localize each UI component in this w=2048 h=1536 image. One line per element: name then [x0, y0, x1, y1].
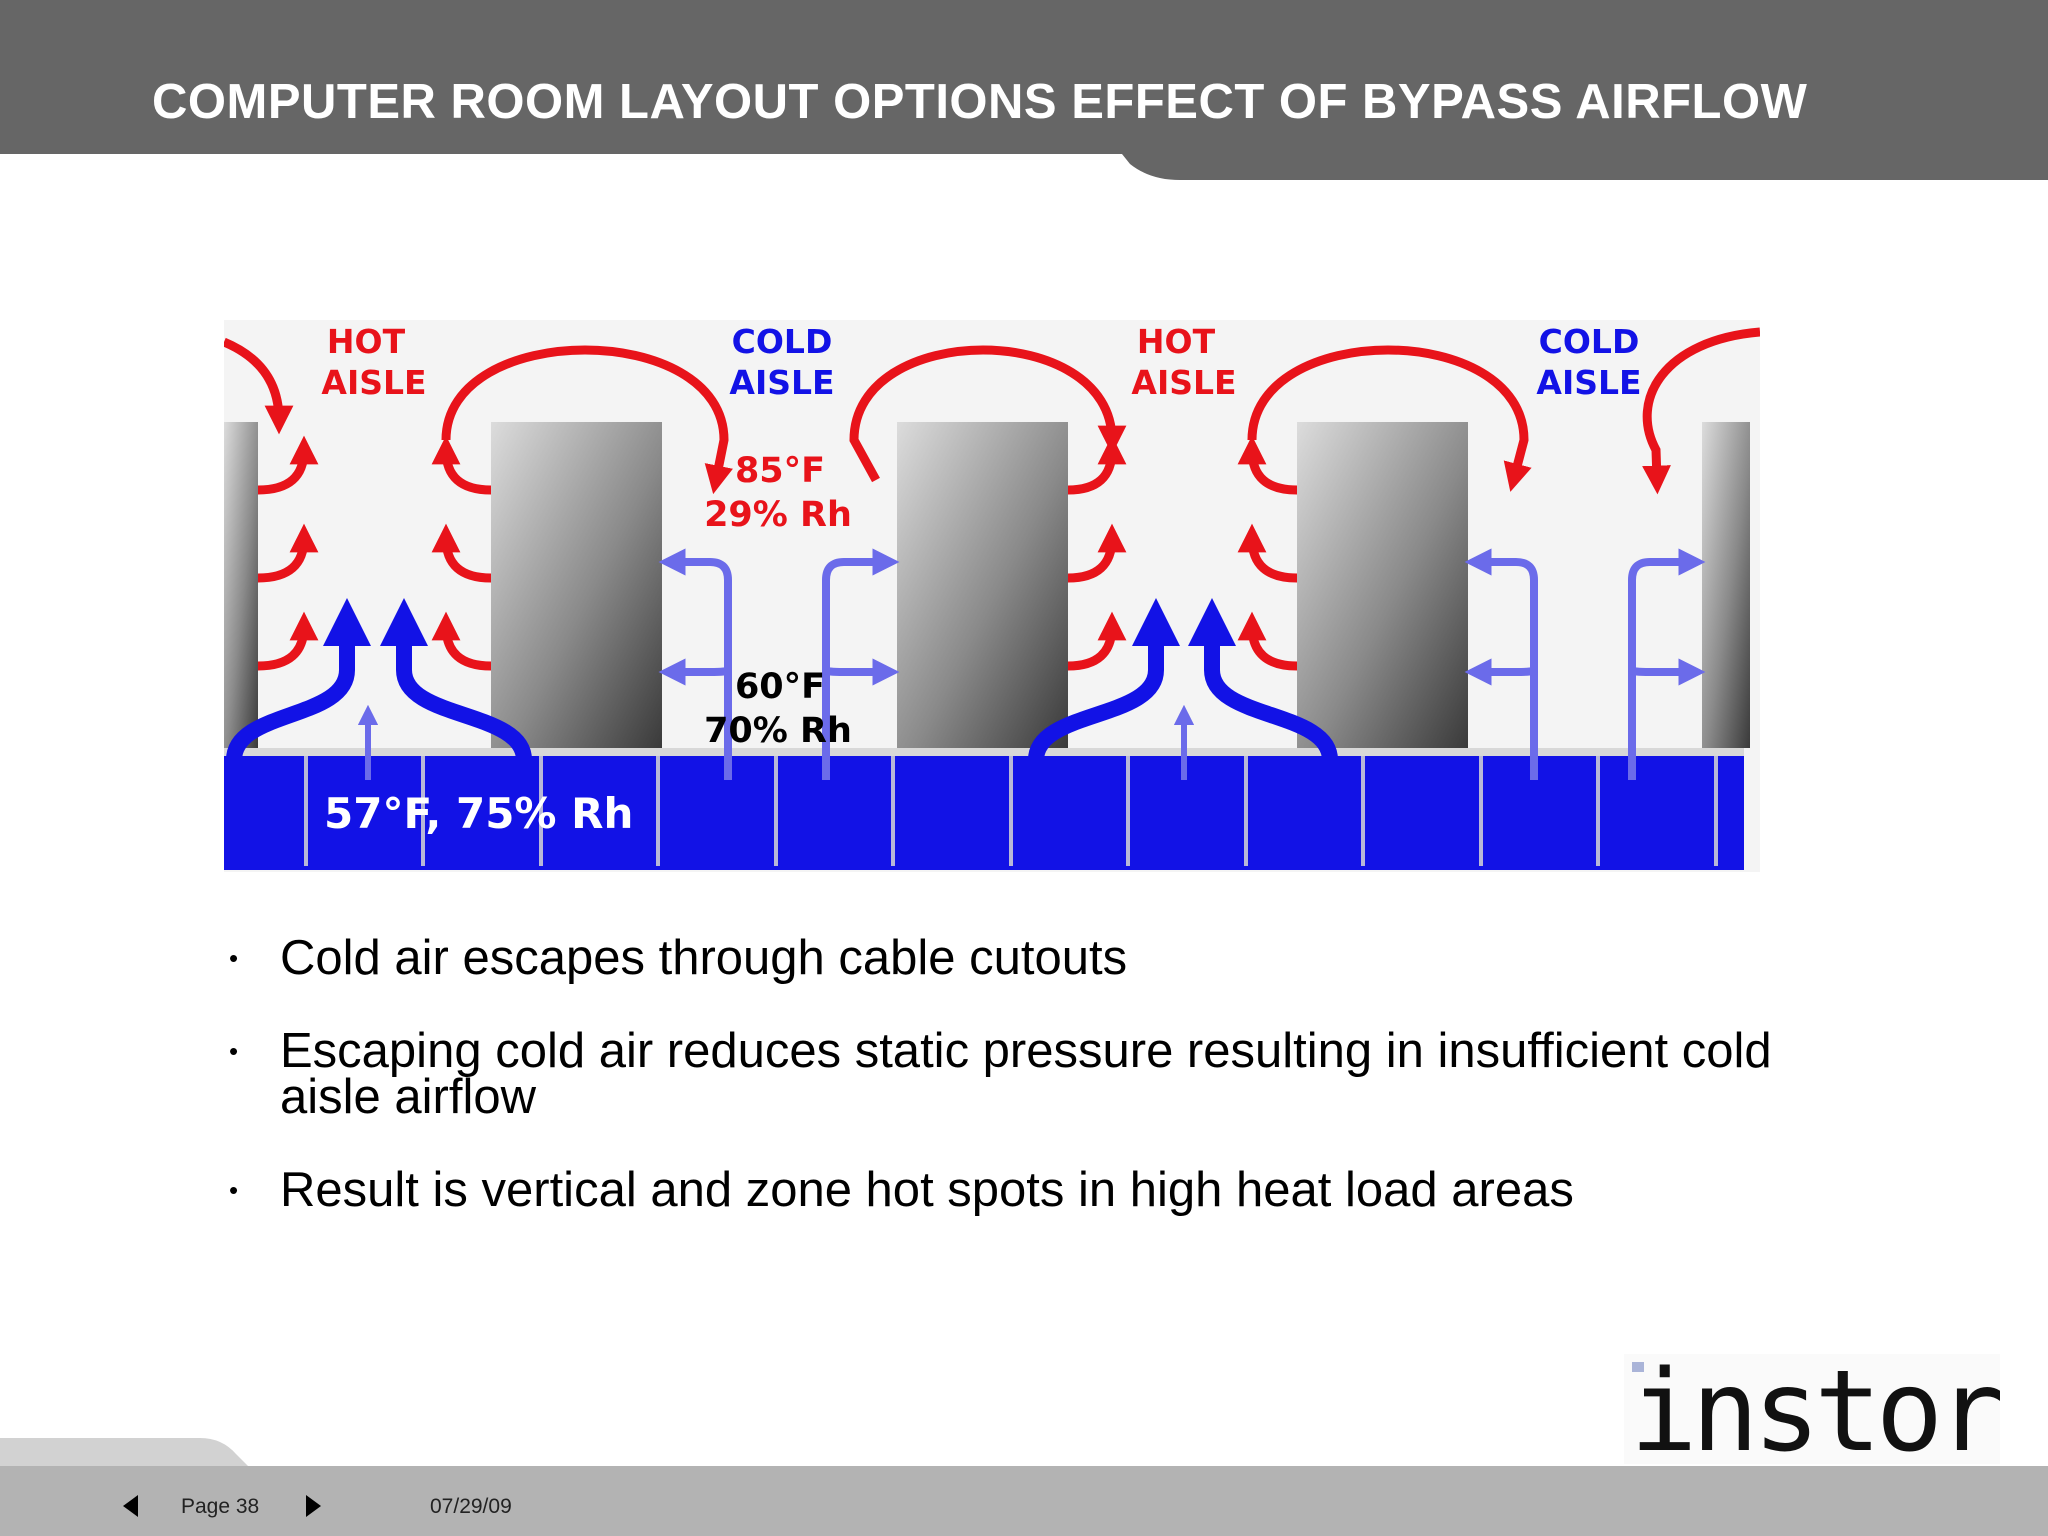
slide-date: 07/29/09	[430, 1495, 512, 1518]
cold-aisle-airflow-arrows	[658, 548, 1706, 780]
page-number: Page 38	[181, 1495, 260, 1518]
bullet-text: Escaping cold air reduces static pressur…	[280, 1024, 1772, 1124]
cold-temperature-reading: 60°F	[735, 667, 825, 707]
cabinet-edge-right	[1702, 422, 1750, 748]
floor-tiles	[224, 748, 1744, 756]
tile-bypass-arrows	[357, 704, 1195, 780]
hot-exhaust-arrows	[257, 435, 1298, 671]
aisle-label-3-line1: HOT	[1137, 322, 1216, 361]
floor-pedestals	[304, 756, 1718, 866]
bullet-list: •Cold air escapes through cable cutouts …	[226, 934, 1786, 1260]
footer-bar	[0, 1438, 2048, 1536]
aisle-label-1-line2: AISLE	[321, 363, 426, 402]
aisle-label-3-line2: AISLE	[1131, 363, 1236, 402]
cabinet-1	[491, 422, 662, 748]
bullet-icon: •	[229, 1175, 239, 1205]
logo-text: instor	[1630, 1354, 2000, 1464]
triangle-left-icon[interactable]	[120, 1494, 142, 1518]
bullet-item: • Result is vertical and zone hot spots i…	[226, 1166, 1786, 1215]
bullet-item: • Cold air escapes through cable cutouts	[226, 934, 1786, 983]
instor-logo: instor	[1624, 1354, 2000, 1464]
bullet-icon: •	[229, 943, 239, 973]
hot-temperature-reading: 85°F	[735, 451, 825, 491]
slide-title: COMPUTER ROOM LAYOUT OPTIONS EFFECT OF B…	[152, 75, 1808, 129]
cold-supply-arrows	[226, 598, 1338, 762]
aisle-label-1-line1: HOT	[327, 322, 406, 361]
bullet-text: Cold air escapes through cable cutouts	[280, 931, 1128, 985]
header-bar: COMPUTER ROOM LAYOUT OPTIONS EFFECT OF B…	[0, 0, 2048, 180]
header-shape	[0, 0, 2048, 180]
bullet-icon: •	[229, 1036, 239, 1066]
bullet-item: • Escaping cold air reduces static pressu…	[226, 1027, 1786, 1122]
footer-shape	[0, 1438, 2048, 1536]
aisle-label-4-line1: COLD	[1539, 322, 1640, 361]
hot-humidity-reading: 29% Rh	[704, 495, 852, 535]
bullet-text: Result is vertical and zone hot spots in…	[280, 1163, 1574, 1217]
bypass-airflow-diagram: HOT AISLE COLD AISLE HOT AISLE COLD AISL…	[224, 320, 1760, 872]
aisle-label-2-line1: COLD	[732, 322, 833, 361]
cabinet-2	[897, 422, 1068, 748]
triangle-right-icon[interactable]	[302, 1494, 324, 1518]
hot-recirculation-arrows	[224, 327, 1760, 495]
cold-humidity-reading: 70% Rh	[704, 711, 852, 751]
floor-plenum	[224, 755, 1744, 870]
plenum-reading: 57°F, 75% Rh	[324, 789, 633, 838]
cabinet-edge-left	[224, 422, 258, 748]
cabinet-3	[1297, 422, 1468, 748]
aisle-label-2-line2: AISLE	[729, 363, 834, 402]
aisle-label-4-line2: AISLE	[1536, 363, 1641, 402]
